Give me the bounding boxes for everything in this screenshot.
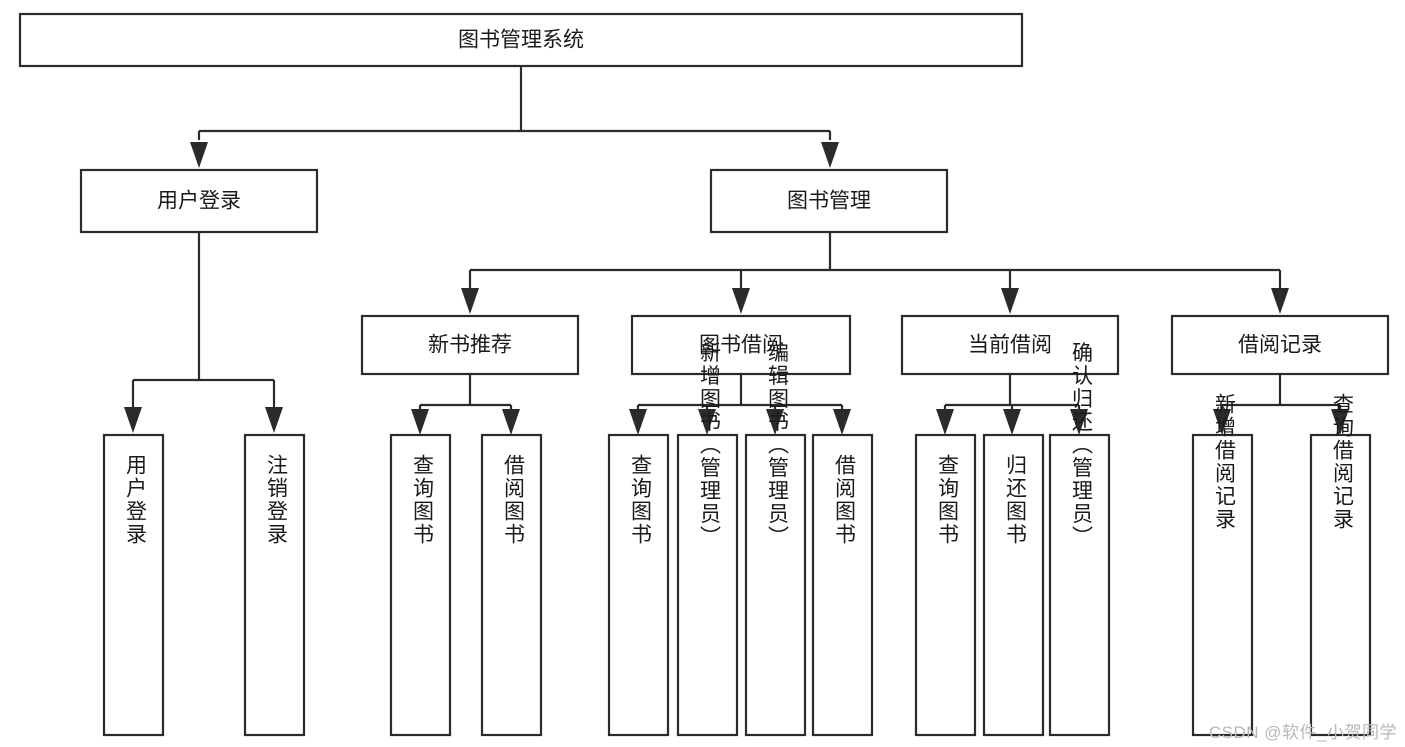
node-borrow-record[interactable]: 借阅记录 xyxy=(1170,314,1390,376)
node-user-login-box[interactable] xyxy=(79,168,319,234)
leaf-query-book-2-box[interactable] xyxy=(607,433,670,737)
node-borrow-record-box[interactable] xyxy=(1170,314,1390,376)
leaf-query-book-3[interactable]: 查询图书 xyxy=(914,433,977,737)
arrow-bm-to-new-book-rec xyxy=(461,288,479,314)
leaf-add-record-box[interactable] xyxy=(1191,433,1254,737)
node-book-borrow-box[interactable] xyxy=(630,314,852,376)
leaf-query-book-1-label: 查询图书 xyxy=(410,454,434,546)
leaf-borrow-book-1-label: 借阅图书 xyxy=(501,454,525,546)
leaf-borrow-book-2-label: 借阅图书 xyxy=(832,454,856,546)
leaf-logout-box[interactable] xyxy=(243,433,306,737)
node-root-label: 图书管理系统 xyxy=(458,29,584,52)
node-book-manage-box[interactable] xyxy=(709,168,949,234)
arrow-userlogin-leaf-1 xyxy=(124,407,142,433)
arrow-bb-leaf-4 xyxy=(833,409,851,435)
leaf-query-book-3-label: 查询图书 xyxy=(935,454,959,546)
node-book-borrow-label: 图书借阅 xyxy=(699,334,783,357)
leaf-user-login-label: 用户登录 xyxy=(123,454,147,546)
leaf-query-record[interactable]: 查询借阅记录 xyxy=(1309,393,1372,737)
arrow-root-to-user-login xyxy=(190,142,208,168)
leaf-borrow-book-2-box[interactable] xyxy=(811,433,874,737)
node-current-borrow-box[interactable] xyxy=(900,314,1120,376)
leaf-borrow-book-2[interactable]: 借阅图书 xyxy=(811,433,874,737)
leaf-borrow-book-1[interactable]: 借阅图书 xyxy=(480,433,543,737)
leaf-confirm-return-label: 确认归还（管理员） xyxy=(1069,342,1093,549)
arrow-cb-leaf-1 xyxy=(936,409,954,435)
leaf-logout[interactable]: 注销登录 xyxy=(243,433,306,737)
arrow-bm-to-current-borrow xyxy=(1001,288,1019,314)
node-root[interactable]: 图书管理系统 xyxy=(18,12,1024,68)
arrow-cb-leaf-2 xyxy=(1003,409,1021,435)
arrow-newbook-leaf-1 xyxy=(411,409,429,435)
arrow-bb-leaf-1 xyxy=(629,409,647,435)
leaf-query-record-box[interactable] xyxy=(1309,433,1372,737)
leaf-return-book-label: 归还图书 xyxy=(1003,454,1027,546)
node-new-book-rec-box[interactable] xyxy=(360,314,580,376)
node-book-manage-label: 图书管理 xyxy=(787,190,871,213)
leaf-edit-book-box[interactable] xyxy=(744,433,807,737)
leaf-confirm-return[interactable]: 确认归还（管理员） xyxy=(1048,342,1111,737)
leaf-user-login[interactable]: 用户登录 xyxy=(102,433,165,737)
leaf-user-login-box[interactable] xyxy=(102,433,165,737)
arrow-bm-to-borrow-record xyxy=(1271,288,1289,314)
leaf-add-book-box[interactable] xyxy=(676,433,739,737)
leaf-return-book[interactable]: 归还图书 xyxy=(982,433,1045,737)
arrow-root-to-book-manage xyxy=(821,142,839,168)
leaf-confirm-return-box[interactable] xyxy=(1048,433,1111,737)
leaf-add-record[interactable]: 新增借阅记录 xyxy=(1191,393,1254,737)
node-user-login[interactable]: 用户登录 xyxy=(79,168,319,234)
connector-layer xyxy=(124,66,1349,435)
node-book-manage[interactable]: 图书管理 xyxy=(709,168,949,234)
csdn-watermark: CSDN @软件_小贺同学 xyxy=(1208,723,1397,742)
node-new-book-rec-label: 新书推荐 xyxy=(428,334,512,357)
arrow-newbook-leaf-2 xyxy=(502,409,520,435)
node-user-login-label: 用户登录 xyxy=(157,190,241,213)
leaf-query-book-2-label: 查询图书 xyxy=(628,454,652,546)
leaf-add-book[interactable]: 新增图书（管理员） xyxy=(676,342,739,737)
leaf-logout-label: 注销登录 xyxy=(264,454,288,546)
arrow-bm-to-book-borrow xyxy=(732,288,750,314)
leaf-query-book-3-box[interactable] xyxy=(914,433,977,737)
node-book-borrow[interactable]: 图书借阅 xyxy=(630,314,852,376)
leaf-add-book-label: 新增图书（管理员） xyxy=(697,342,721,549)
node-root-box[interactable] xyxy=(18,12,1024,68)
arrow-userlogin-leaf-2 xyxy=(265,407,283,433)
leaf-query-book-1[interactable]: 查询图书 xyxy=(389,433,452,737)
node-current-borrow-label: 当前借阅 xyxy=(968,334,1052,357)
node-borrow-record-label: 借阅记录 xyxy=(1238,334,1322,357)
leaf-edit-book[interactable]: 编辑图书（管理员） xyxy=(744,342,807,737)
leaf-edit-book-label: 编辑图书（管理员） xyxy=(765,342,789,549)
leaf-borrow-book-1-box[interactable] xyxy=(480,433,543,737)
node-new-book-rec[interactable]: 新书推荐 xyxy=(360,314,580,376)
leaf-return-book-box[interactable] xyxy=(982,433,1045,737)
leaf-query-book-1-box[interactable] xyxy=(389,433,452,737)
leaf-query-book-2[interactable]: 查询图书 xyxy=(607,433,670,737)
leaf-query-record-label: 查询借阅记录 xyxy=(1330,393,1354,531)
node-current-borrow[interactable]: 当前借阅 xyxy=(900,314,1120,376)
leaf-add-record-label: 新增借阅记录 xyxy=(1212,393,1236,531)
